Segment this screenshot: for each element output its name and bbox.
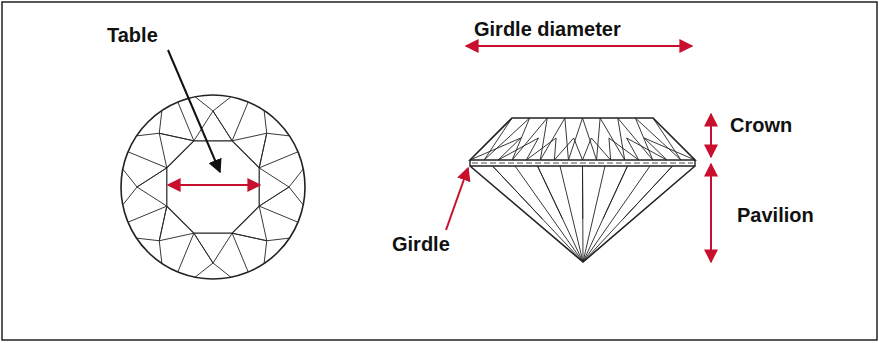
side-view-diamond [470, 118, 695, 262]
girdle-leader [446, 168, 468, 230]
girdle-label: Girdle [392, 233, 450, 255]
table-width-arrow [168, 184, 260, 186]
girdle-diameter-label: Girdle diameter [474, 18, 621, 40]
table-label: Table [107, 24, 158, 46]
girdle-diameter-arrow [466, 45, 692, 47]
crown-height-arrow [710, 114, 712, 157]
pavilion-label: Pavilion [737, 204, 814, 226]
table-leader [168, 50, 220, 172]
pavilion-depth-arrow [710, 164, 712, 262]
top-view-diamond [121, 95, 305, 279]
crown-label: Crown [730, 114, 792, 136]
